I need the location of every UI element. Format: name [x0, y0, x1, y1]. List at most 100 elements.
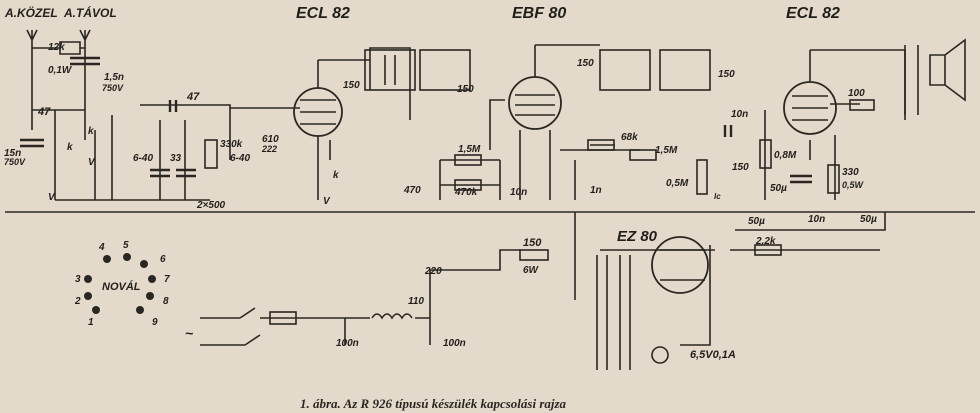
label-c640-a: 6-40 — [133, 153, 153, 164]
label-v-3: V — [323, 196, 331, 207]
label-c50u-c: 50µ — [860, 214, 877, 225]
r22k-resistor — [754, 244, 782, 256]
r05m-potentiometer — [696, 159, 708, 195]
socket-pin-8: 8 — [163, 296, 169, 307]
label-r15m-b: 1,5M — [655, 145, 678, 156]
label-r01w: 0,1W — [48, 65, 73, 76]
mains-input-wiring — [200, 249, 520, 346]
label-v220: 220 — [424, 266, 442, 277]
ecl82-right-electrodes — [764, 49, 906, 200]
socket-pin-7: 7 — [164, 274, 170, 285]
label-c150-e: 150 — [732, 162, 749, 173]
if-transformer-3 — [599, 49, 651, 91]
label-r12k: 12k — [48, 42, 65, 53]
label-c610: 610 — [262, 134, 279, 145]
label-c222: 222 — [261, 144, 277, 154]
label-r100: 100 — [848, 88, 865, 99]
label-c10n-a: 10n — [510, 187, 527, 198]
socket-pin-4: 4 — [98, 242, 105, 253]
choke-coil — [371, 313, 413, 320]
label-v110: 110 — [408, 296, 424, 307]
r330-resistor — [827, 164, 840, 194]
antenna-wiring — [26, 29, 91, 140]
tube-ecl82-left-label: ECL 82 — [296, 5, 350, 22]
ez80-electrodes — [660, 245, 711, 346]
tube-ecl82-right-label: ECL 82 — [786, 5, 840, 22]
label-c33: 33 — [170, 153, 182, 164]
label-v750-left: 750V — [4, 157, 26, 167]
label-mains-tilde: ~ — [185, 325, 193, 341]
antenna-far-label: A.TÁVOL — [63, 5, 117, 20]
label-r330k: 330k — [220, 139, 243, 150]
label-c150-a: 150 — [343, 80, 360, 91]
label-r150: 150 — [523, 237, 542, 249]
ecl82-left-electrodes — [230, 60, 336, 200]
label-c50u-b: 50µ — [748, 216, 765, 227]
socket-pin-6: 6 — [160, 254, 166, 265]
label-c50u-a: 50µ — [770, 183, 787, 194]
r150-6w-resistor — [519, 249, 549, 261]
label-r470k: 470k — [454, 187, 478, 198]
r15m-a-resistor — [454, 154, 482, 166]
label-r68k: 68k — [621, 132, 638, 143]
ebf80-envelope — [508, 76, 562, 130]
label-ic: Ic — [714, 192, 721, 201]
ht-rail — [574, 212, 886, 300]
ebf80-electrodes — [489, 44, 600, 200]
tube-ez80-label: EZ 80 — [617, 228, 658, 245]
r08m-resistor — [759, 139, 772, 169]
ecl82-left-plate-wiring — [318, 47, 411, 120]
label-r330: 330 — [842, 167, 859, 178]
output-transformer — [904, 45, 919, 115]
tube-ebf80-label: EBF 80 — [512, 5, 566, 22]
socket-pin-9: 9 — [152, 317, 158, 328]
label-r22k: 2,2k — [755, 236, 776, 247]
label-lamp: 6,5V0,1A — [690, 349, 736, 361]
label-c150-b: 150 — [457, 84, 474, 95]
label-r08m: 0,8M — [774, 150, 797, 161]
input-coil-wiring — [32, 104, 231, 201]
if-transformer-2 — [419, 49, 471, 91]
input-capacitors — [20, 56, 196, 178]
socket-pin-2: 2 — [74, 296, 81, 307]
fuse — [269, 311, 297, 325]
label-c150-d: 150 — [718, 69, 735, 80]
ez80-envelope — [651, 236, 709, 294]
label-c2x500: 2×500 — [196, 200, 226, 211]
socket-pin-1: 1 — [88, 317, 94, 328]
label-c47-left: 47 — [37, 106, 51, 118]
r100-resistor — [849, 99, 875, 111]
label-v-2: V — [48, 192, 56, 203]
r68k-resistor — [587, 139, 615, 151]
label-c640-b: 6-40 — [230, 153, 250, 164]
label-c47-mid: 47 — [186, 91, 200, 103]
label-r6w: 6W — [523, 265, 540, 276]
label-v750-top: 750V — [102, 83, 124, 93]
speaker-icon — [929, 38, 966, 102]
socket-pin-5: 5 — [123, 240, 129, 251]
ecl82-right-capacitors — [723, 125, 812, 184]
label-r05m: 0,5M — [666, 178, 689, 189]
label-k-2: k — [67, 142, 73, 153]
label-c10n-c: 10n — [808, 214, 825, 225]
label-c470: 470 — [403, 185, 421, 196]
pilot-lamp-icon — [651, 346, 669, 364]
socket-name-label: NOVÁL — [102, 280, 141, 293]
r470k-resistor — [454, 179, 482, 191]
label-c100n-a: 100n — [336, 338, 359, 349]
label-k-1: k — [88, 126, 94, 137]
label-r05w: 0,5W — [842, 180, 865, 190]
label-c10n-b: 10n — [731, 109, 748, 120]
if-transformer-1 — [364, 49, 416, 91]
if-transformer-4 — [659, 49, 711, 91]
mains-transformer — [596, 255, 631, 370]
label-c100n-b: 100n — [443, 338, 466, 349]
figure-caption: 1. ábra. Az R 926 típusú készülék kapcso… — [300, 396, 567, 411]
r15m-b-resistor — [629, 149, 657, 161]
label-r15m-a: 1,5M — [458, 144, 481, 155]
label-v-1: V — [88, 157, 96, 168]
socket-pin-3: 3 — [75, 274, 81, 285]
antenna-near-label: A.KÖZEL — [4, 5, 58, 20]
